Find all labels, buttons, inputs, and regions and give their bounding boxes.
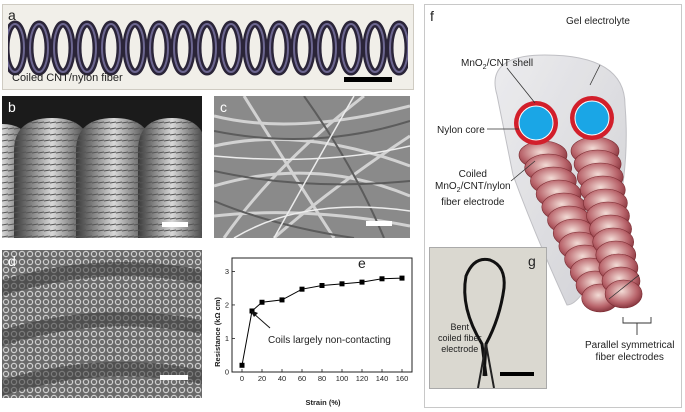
annotation-arrow [252,312,271,329]
panel-a-caption: Coiled CNT/nylon fiber [12,72,123,84]
panel-d-sem: d [2,250,202,398]
panel-g-label: g [528,253,536,269]
scale-bar-a [344,77,392,82]
x-tick-label: 40 [278,374,286,383]
panel-a-photo: a Coiled CNT/nylon fiber [2,4,414,90]
x-tick-label: 20 [258,374,266,383]
panel-e-label: e [358,255,366,271]
sem-image-c [214,96,410,238]
sem-image-d [2,250,202,398]
left-core [518,105,554,141]
panel-b-label: b [8,99,16,115]
scale-bar-g [500,372,534,376]
coil-segment [604,279,643,309]
panel-b-sem: b [2,96,202,238]
sem-image-b [2,118,202,238]
scale-bar-d [160,375,188,380]
data-point [239,362,245,368]
x-tick-label: 0 [240,374,244,383]
x-tick-label: 60 [298,374,306,383]
coiled-electrode-label: Coiled MnO2/CNT/nylon fiber electrode [435,169,511,208]
data-point [319,282,325,288]
data-point [259,299,265,305]
data-point [379,276,385,282]
chart-x-label: Strain (%) [305,398,341,407]
panel-c-label: c [220,99,227,115]
series-line [241,277,403,366]
resistance-strain-chart: 0 20 40 60 80 100 120 140 160 0 1 2 3 Strain (%) Res… [213,257,413,407]
annotation-arrowhead [250,310,258,317]
chart-annotation: Coils largely non-contacting [268,335,391,346]
y-tick-label: 0 [225,368,229,377]
panel-d-label: d [8,253,16,269]
data-point [299,286,305,292]
y-tick-label: 1 [225,334,229,343]
panel-e-chart: 0 20 40 60 80 100 120 140 160 0 1 2 3 Strain (%) Res… [208,250,416,408]
x-tick-label: 140 [376,374,389,383]
chart-frame [231,257,413,373]
y-tick-label: 3 [225,267,229,276]
bent-fiber-label: Bent coiled fiber electrode [438,322,482,354]
x-tick-label: 80 [318,374,326,383]
x-tick-label: 160 [396,374,409,383]
scale-bar-b [162,222,188,227]
y-tick-label: 2 [225,300,229,309]
panel-g-photo: g Bent coiled fiber electrode [429,247,547,389]
coiled-fiber-image [8,19,408,77]
data-point [279,297,285,303]
shell-label: MnO2/CNT shell [461,58,534,71]
panel-c-sem: c [214,96,410,238]
data-point [359,279,365,285]
panel-a-label: a [8,7,16,23]
right-core [574,100,610,136]
scale-bar-c [366,221,392,226]
fiber-electrode-schematic [487,54,652,335]
data-point [399,275,405,281]
x-tick-label: 100 [336,374,349,383]
parallel-electrodes-label: Parallel symmetrical fiber electrodes [585,340,675,363]
nylon-core-label: Nylon core [437,125,485,136]
data-point [339,281,345,287]
panel-f-label: f [430,8,434,24]
bent-fiber-image [463,257,506,388]
gel-electrolyte-label: Gel electrolyte [566,16,630,27]
panel-f-schematic: f Gel electrolyte MnO2/CNT shell Nylon c… [424,4,682,408]
x-tick-label: 120 [356,374,369,383]
chart-y-label: Resistance (kΩ cm) [213,297,222,367]
